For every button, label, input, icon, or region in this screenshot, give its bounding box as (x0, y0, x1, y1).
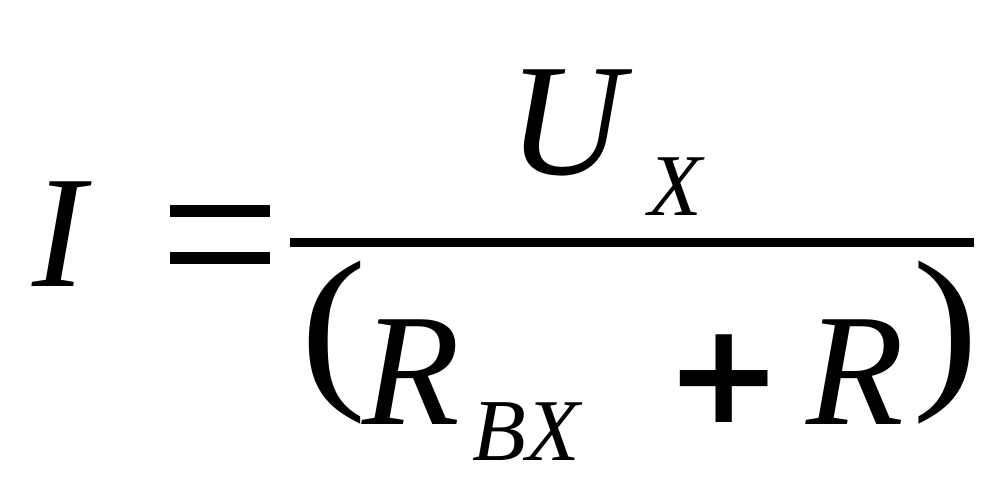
denominator-term2-variable: R (806, 281, 904, 459)
numerator-variable: U (508, 31, 624, 209)
fraction-bar (290, 238, 974, 247)
lhs-variable: I (32, 143, 86, 321)
denominator-term1-variable: R (362, 281, 460, 459)
open-parenthesis: ( (300, 226, 367, 425)
numerator-subscript: X (648, 138, 702, 235)
close-parenthesis: ) (912, 226, 979, 425)
equals-sign-top-bar (170, 205, 270, 217)
plus-operator: + (665, 293, 783, 456)
denominator-term1-subscript: BX (472, 383, 580, 480)
equals-sign-bottom-bar (170, 252, 270, 264)
